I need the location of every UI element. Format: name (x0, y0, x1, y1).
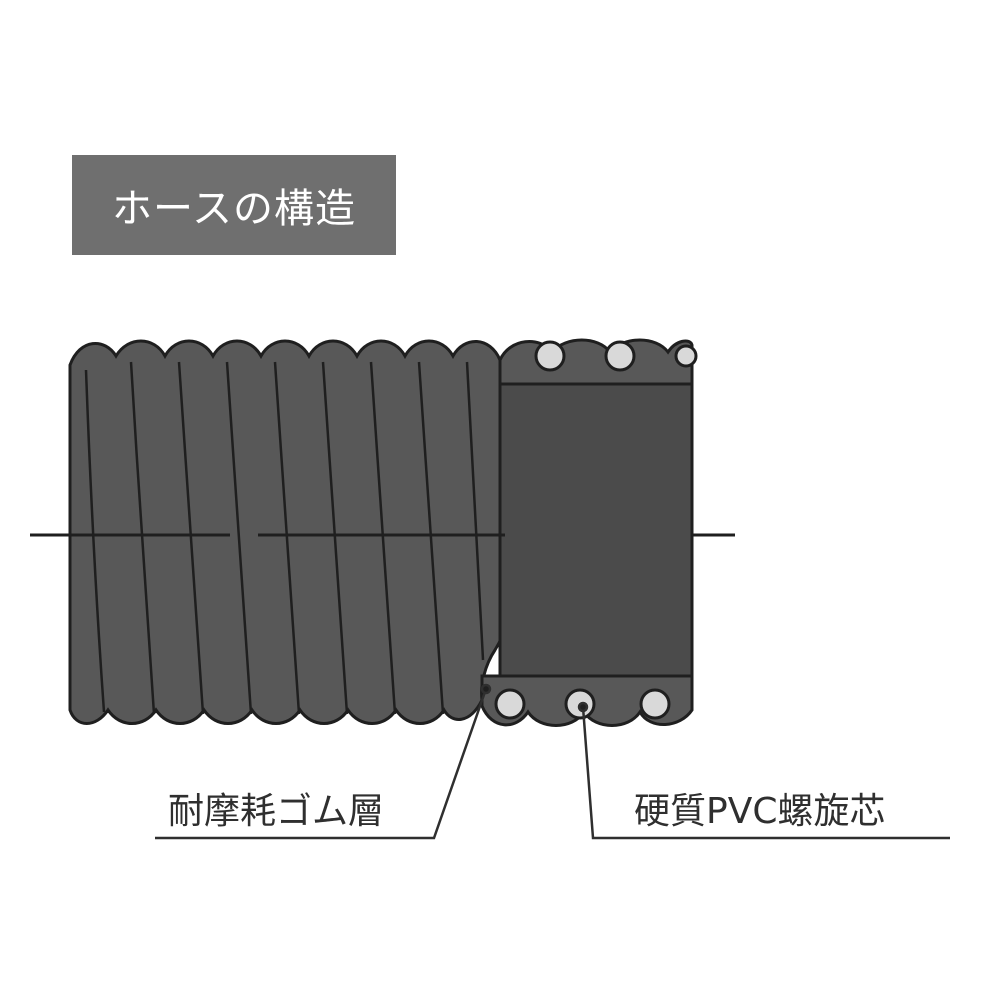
outer-layer-label: 耐摩耗ゴム層 (168, 791, 385, 832)
spiral-ridge-lines (84, 361, 485, 715)
hose-outer-body (68, 339, 514, 725)
hose-inner-cutaway (498, 370, 694, 678)
top-spiral-band (498, 338, 694, 386)
diagram-title: ホースの構造 (112, 186, 356, 232)
callout-leader-lines (155, 683, 950, 840)
title-box: ホースの構造 (72, 155, 396, 255)
top-spiral-core-dots (534, 340, 698, 372)
spiral-core-label: 硬質PVC螺旋芯 (634, 791, 886, 832)
